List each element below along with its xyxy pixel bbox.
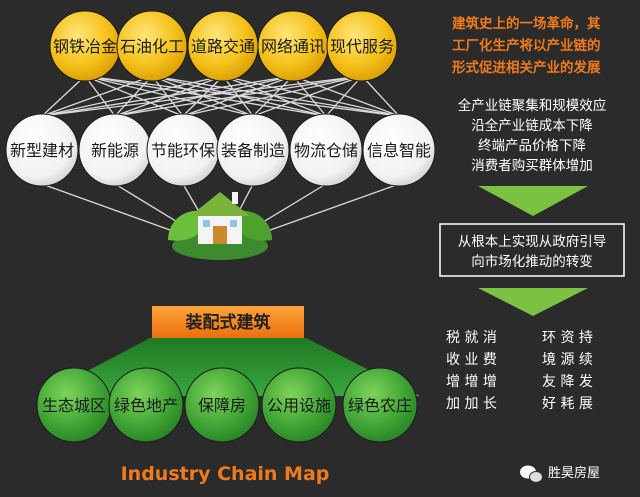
connector-top-mid [41, 75, 224, 117]
benefit-grid-left-row-3: 增 增 增 [446, 374, 497, 390]
middle-node-circle [216, 113, 290, 187]
middle-node-label: 装备制造 [221, 141, 285, 160]
side-heading-line-2: 工厂化生产将以产业链的 [452, 37, 601, 54]
down-arrow-icon [478, 186, 588, 216]
benefit-grid-left-row-4: 加 加 长 [446, 396, 497, 412]
benefit-grid-right-row-2: 境 源 续 [542, 351, 593, 368]
watermark: 胜昊房屋 [520, 465, 600, 483]
connector-top-mid [41, 75, 363, 117]
top-node: 道路交通 [187, 10, 259, 82]
top-node: 现代服务 [326, 10, 398, 82]
connector-top-mid [325, 75, 363, 117]
bottom-node: 保障房 [184, 367, 260, 443]
conclusion-line-2: 向市场化推动的转变 [471, 253, 593, 270]
middle-node-circle [289, 113, 363, 187]
benefit-grid-right-row-3: 友 降 发 [542, 374, 593, 390]
benefit-grid-left-row-2: 收 业 费 [446, 352, 497, 368]
bottom-node: 绿色地产 [108, 367, 184, 443]
middle-industry-nodes: 新型建材新能源节能环保装备制造物流仓储信息智能 [5, 113, 436, 187]
benefit-grid-left-row-1: 税 就 消 [446, 330, 497, 346]
middle-node-label: 信息智能 [367, 141, 431, 160]
bottom-node-circle [342, 367, 418, 443]
top-node-label: 钢铁冶金 [53, 37, 117, 56]
bottom-node: 公用设施 [261, 367, 337, 443]
bottom-application-nodes: 生态城区绿色地产 保障房 公用设施绿色农庄 [36, 367, 418, 443]
effect-line-1: 全产业链聚集和规模效应 [458, 97, 607, 114]
bottom-node-circle [261, 367, 337, 443]
middle-node-circle [5, 113, 79, 187]
top-node-label: 道路交通 [191, 37, 255, 56]
benefit-grid-right-row-1: 环 资 持 [542, 330, 593, 346]
benefit-grid-right-row-4: 好 耗 展 [542, 396, 593, 412]
middle-node: 装备制造 [216, 113, 290, 187]
top-node-label: 网络通讯 [261, 37, 325, 56]
top-node-circle [326, 10, 398, 82]
side-heading-line-1: 建筑史上的一场革命，其 [451, 15, 601, 32]
bottom-node: 生态城区 [36, 367, 112, 443]
conclusion-line-1: 从根本上实现从政府引导 [458, 234, 607, 250]
middle-node-label: 物流仓储 [294, 141, 358, 160]
top-node: 钢铁冶金 [49, 10, 121, 82]
bottom-node-label: 公用设施 [267, 396, 331, 415]
connector-top-mid [84, 75, 116, 117]
watermark-text: 胜昊房屋 [548, 465, 600, 481]
center-banner: 装配式建筑 [152, 306, 304, 338]
connector-lines [41, 75, 400, 249]
middle-node: 物流仓储 [289, 113, 363, 187]
top-node-label: 石油化工 [120, 37, 184, 56]
bottom-node-circle [184, 367, 260, 443]
top-node: 石油化工 [116, 10, 188, 82]
middle-node: 节能环保 [146, 113, 220, 187]
chart-title: Industry Chain Map [121, 463, 330, 485]
effect-line-3: 终端产品价格下降 [478, 138, 586, 154]
down-arrow-icon [478, 288, 588, 316]
side-heading-line-3: 形式促进相关产业的发展 [452, 59, 601, 76]
bottom-node-circle [108, 367, 184, 443]
middle-node-label: 新型建材 [10, 141, 74, 160]
connector-top-mid [41, 75, 294, 117]
bottom-node-label: 保障房 [198, 396, 246, 415]
middle-node-label: 节能环保 [151, 141, 215, 160]
conclusion-box [439, 223, 625, 277]
connector-top-mid [292, 75, 327, 117]
middle-node: 新型建材 [5, 113, 79, 187]
connector-top-mid [41, 75, 153, 117]
side-panel: 建筑史上的一场革命，其 工厂化生产将以产业链的 形式促进相关产业的发展 全产业链… [439, 15, 625, 412]
connector-top-mid [361, 75, 400, 117]
connector-top-mid [41, 75, 86, 117]
bottom-node-label: 生态城区 [42, 396, 106, 415]
effect-line-4: 消费者购买群体增加 [471, 158, 593, 174]
bottom-node-label: 绿色地产 [114, 396, 178, 415]
center-label: 装配式建筑 [185, 312, 271, 333]
top-node-circle [116, 10, 188, 82]
connector-top-mid [182, 75, 363, 117]
middle-node-label: 新能源 [91, 141, 139, 160]
middle-node-circle [362, 113, 436, 187]
middle-node: 新能源 [78, 113, 152, 187]
middle-node: 信息智能 [362, 113, 436, 187]
bottom-node-label: 绿色农庄 [348, 396, 412, 415]
top-node: 网络通讯 [257, 10, 329, 82]
connector-top-mid [252, 75, 363, 117]
effect-line-2: 沿全产业链成本下降 [471, 117, 593, 134]
bottom-node: 绿色农庄 [342, 367, 418, 443]
top-node-label: 现代服务 [330, 37, 394, 56]
wechat-icon [520, 465, 543, 483]
connector-top-mid [114, 75, 363, 117]
house-leaf-icon [168, 192, 272, 260]
top-industry-nodes: 钢铁冶金石油化工道路交通网络通讯现代服务 [49, 10, 398, 82]
